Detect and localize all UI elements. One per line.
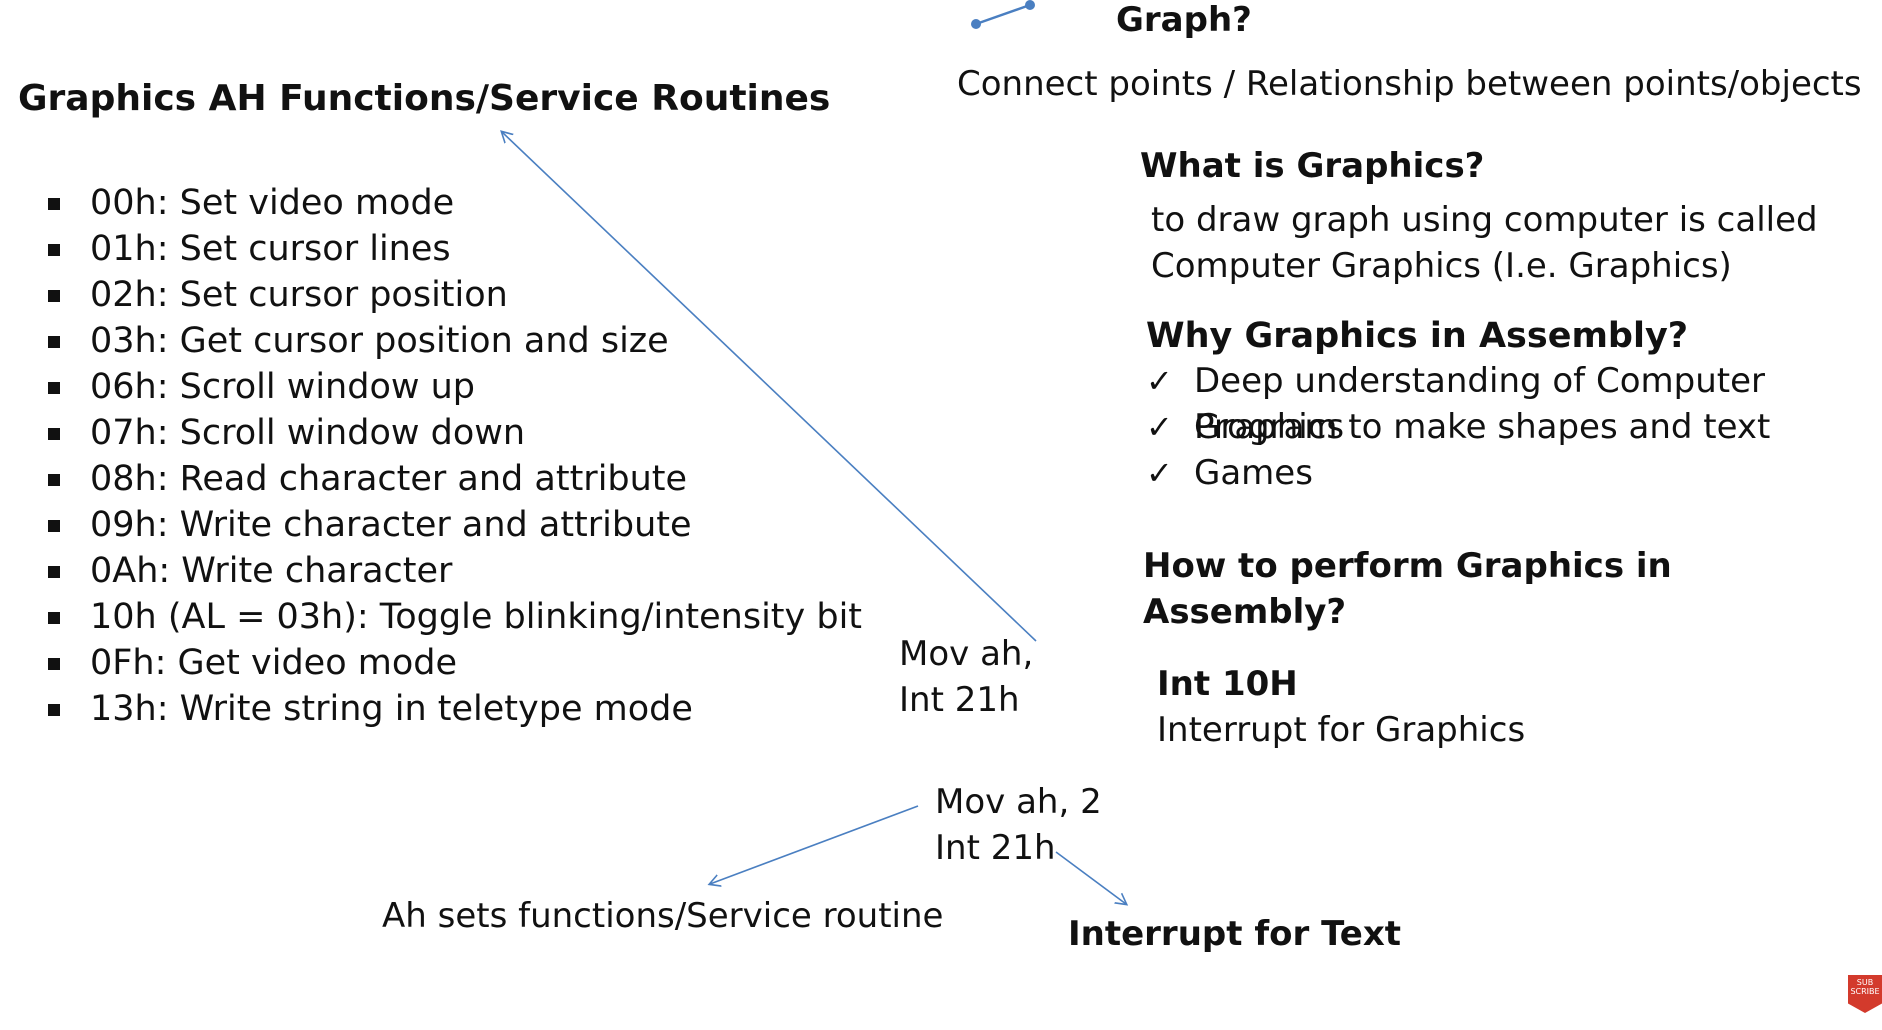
list-item: 0Ah: Write character xyxy=(48,548,862,594)
check-icon: ✓ xyxy=(1146,408,1173,446)
list-item: ✓Games xyxy=(1146,450,1882,496)
graph-sketch-dot xyxy=(1025,0,1035,10)
how-to-perform-heading-line1: How to perform Graphics in xyxy=(1143,546,1672,586)
int-10h-description: Interrupt for Graphics xyxy=(1157,710,1526,750)
check-icon: ✓ xyxy=(1146,362,1173,400)
how-to-perform-heading-line2: Assembly? xyxy=(1143,592,1347,632)
what-is-graphics-line2: Computer Graphics (I.e. Graphics) xyxy=(1151,246,1732,286)
arrow-to-title xyxy=(502,132,1037,642)
graph-heading: Graph? xyxy=(1116,0,1252,40)
graph-sketch-line xyxy=(975,3,1031,26)
bullet-icon xyxy=(48,244,60,256)
check-icon: ✓ xyxy=(1146,454,1173,492)
graphics-functions-title: Graphics AH Functions/Service Routines xyxy=(18,78,831,119)
list-item: 08h: Read character and attribute xyxy=(48,456,862,502)
list-item: 02h: Set cursor position xyxy=(48,272,862,318)
arrow-to-interrupt-text xyxy=(1055,851,1126,904)
int-10h-heading: Int 10H xyxy=(1157,664,1298,704)
bullet-icon xyxy=(48,382,60,394)
why-graphics-heading: Why Graphics in Assembly? xyxy=(1146,316,1689,356)
bullet-icon xyxy=(48,566,60,578)
bullet-icon xyxy=(48,198,60,210)
list-item: 06h: Scroll window up xyxy=(48,364,862,410)
bullet-icon xyxy=(48,612,60,624)
list-item: 00h: Set video mode xyxy=(48,180,862,226)
interrupt-for-text: Interrupt for Text xyxy=(1068,914,1402,954)
mov-ah-line1: Mov ah, xyxy=(899,634,1034,674)
mov-ah-2-line2: Int 21h xyxy=(935,828,1056,868)
mov-ah-2-line1: Mov ah, 2 xyxy=(935,782,1102,822)
why-graphics-list: ✓Deep understanding of Computer Graphics… xyxy=(1146,358,1882,496)
list-item: 09h: Write character and attribute xyxy=(48,502,862,548)
bullet-icon xyxy=(48,290,60,302)
list-item: 13h: Write string in teletype mode xyxy=(48,686,862,732)
arrow-to-ah-sets xyxy=(710,805,919,884)
ah-sets-functions-text: Ah sets functions/Service routine xyxy=(382,896,944,936)
what-is-graphics-heading: What is Graphics? xyxy=(1140,146,1485,186)
bullet-icon xyxy=(48,428,60,440)
list-item: 10h (AL = 03h): Toggle blinking/intensit… xyxy=(48,594,862,640)
bullet-icon xyxy=(48,704,60,716)
list-item: 03h: Get cursor position and size xyxy=(48,318,862,364)
what-is-graphics-line1: to draw graph using computer is called xyxy=(1151,200,1818,240)
list-item: 01h: Set cursor lines xyxy=(48,226,862,272)
mov-ah-line2: Int 21h xyxy=(899,680,1020,720)
graph-sketch-dot xyxy=(971,19,981,29)
list-item: ✓Deep understanding of Computer Graphics xyxy=(1146,358,1882,447)
list-item: 0Fh: Get video mode xyxy=(48,640,862,686)
bullet-icon xyxy=(48,658,60,670)
bullet-icon xyxy=(48,474,60,486)
list-item: ✓Program to make shapes and text xyxy=(1146,404,1882,450)
function-list: 00h: Set video mode 01h: Set cursor line… xyxy=(48,180,862,732)
bullet-icon xyxy=(48,336,60,348)
bullet-icon xyxy=(48,520,60,532)
connect-points-text: Connect points / Relationship between po… xyxy=(957,64,1862,104)
list-item: 07h: Scroll window down xyxy=(48,410,862,456)
